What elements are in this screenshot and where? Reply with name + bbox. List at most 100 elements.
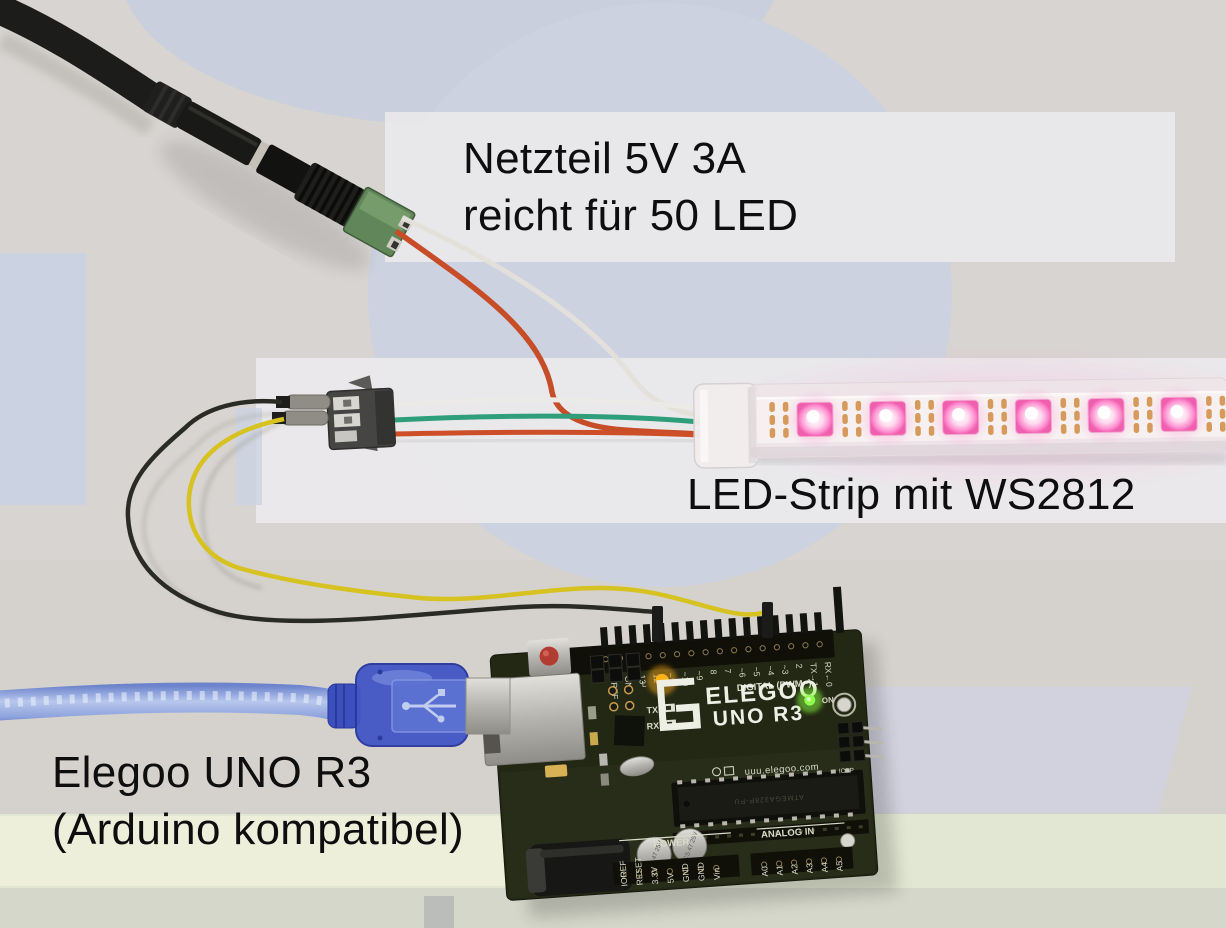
solder-pad (842, 401, 848, 412)
header-socket-hole (697, 865, 704, 873)
digital-pin-label: ~3 (780, 664, 791, 675)
led-highlight (806, 409, 820, 423)
solder-pad (1001, 424, 1008, 435)
paper-tab (424, 896, 454, 928)
pin-label: GND (680, 863, 691, 883)
header-pin-post (642, 624, 652, 645)
dc-power-jack (525, 838, 633, 897)
solder-pad (782, 401, 789, 412)
solder-pad (1001, 398, 1007, 409)
pin-label: A1 (774, 865, 785, 876)
watermark-rect-left (0, 253, 86, 505)
solder-pad (987, 398, 994, 409)
dupont-crimp-pin (285, 394, 331, 410)
digital-pin-label: RX←0 (823, 661, 835, 687)
silk-icon (712, 767, 722, 777)
solder-pad (1073, 397, 1080, 408)
header-pin-post (813, 612, 823, 633)
solder-pad (783, 427, 789, 438)
led-highlight (1024, 406, 1038, 420)
header-socket-hole (776, 860, 783, 867)
solder-pad (915, 426, 921, 437)
header-pin-post (685, 621, 694, 642)
solder-pad (1146, 396, 1153, 407)
dupont-sleeve-black (652, 606, 663, 642)
header-socket-hole (790, 859, 798, 866)
solder-pad (842, 414, 848, 425)
header-socket-hole (745, 646, 752, 653)
watermark-rect-right (850, 687, 1192, 813)
pcb-power-label: POWER (653, 837, 690, 850)
solder-pad (1206, 408, 1212, 419)
dc-barrel-connector (143, 81, 416, 258)
caption-board-line2: (Arduino kompatibel) (52, 805, 464, 854)
led-highlight (879, 408, 893, 422)
header-socket-hole (805, 858, 813, 865)
header-socket-hole (688, 650, 695, 657)
pin-label: 3.3V (649, 866, 660, 884)
usb-plug (327, 663, 511, 747)
led-highlight (1097, 405, 1111, 419)
header-pin-post (699, 620, 709, 641)
jumper-wire-black (125, 398, 658, 624)
header-pin-post (771, 615, 780, 636)
header-socket-hole (773, 644, 781, 651)
pin-label: 5V (665, 872, 676, 883)
pcb-website-text: uuu.elegoo.com (744, 762, 819, 778)
strip-wire-red (393, 429, 701, 438)
pcb-icsp-label: ICSP (839, 767, 855, 775)
solder-pad (1133, 409, 1140, 420)
header-socket-hole (761, 861, 768, 868)
header-pin-post (714, 619, 723, 640)
icsp2-header (589, 652, 642, 684)
digital-pin-label: ~9 (694, 670, 705, 681)
metal-ring (248, 140, 272, 171)
usb-trident-icon (402, 689, 456, 723)
caption-led-strip: LED-Strip mit WS2812 (687, 470, 1136, 519)
mcu-part-number: ATMEGA328P-PU (733, 793, 804, 805)
solder-pad (987, 411, 994, 422)
digital-pin-label: ~6 (737, 667, 748, 678)
header-socket-hole (835, 856, 843, 863)
atmega328p-chip: ATMEGA328P-PU (671, 767, 866, 829)
solder-pad (1060, 423, 1067, 434)
header-pin-post (785, 614, 794, 635)
header-socket-hole (645, 653, 652, 660)
header-socket-hole (713, 864, 720, 872)
solder-pad (855, 426, 862, 437)
jst-connector (326, 375, 397, 452)
caption-power-supply-line1: Netzteil 5V 3A (463, 134, 747, 183)
solder-pad (1074, 423, 1080, 434)
header-socket-hole (716, 648, 723, 655)
header-pin-post (728, 618, 737, 639)
ws2812-led-strip (692, 377, 1226, 469)
digital-pin-label: 7 (723, 668, 733, 674)
mounting-hole (836, 697, 852, 713)
pin-label: A0 (759, 866, 770, 877)
digital-pin-label: TX→1 (808, 662, 820, 687)
header-socket-hole (666, 868, 673, 875)
elegoo-logo-icon (656, 677, 701, 732)
solder-pad (1206, 395, 1212, 406)
strip-wire-white (393, 397, 701, 411)
solder-pad (1060, 397, 1067, 408)
led-highlight (952, 407, 966, 421)
header-pin-post (628, 625, 637, 646)
power-header (612, 854, 740, 886)
digital-pin-label: 8 (709, 669, 719, 675)
header-socket-hole (682, 867, 689, 874)
dupont-crimp-pin (281, 410, 329, 426)
header-socket-hole (820, 857, 828, 864)
header-socket-hole (659, 652, 666, 659)
solder-pad (769, 428, 776, 439)
solder-pad (782, 414, 789, 425)
header-socket-hole (620, 871, 627, 878)
pcb-tx-label: TX (646, 705, 658, 716)
header-socket-hole (731, 647, 738, 654)
dupont-sleeve-yellow (762, 602, 773, 638)
digital-pin-label: 13 (637, 674, 648, 684)
pin-label: RESET (633, 857, 645, 886)
solder-pad (769, 402, 775, 413)
